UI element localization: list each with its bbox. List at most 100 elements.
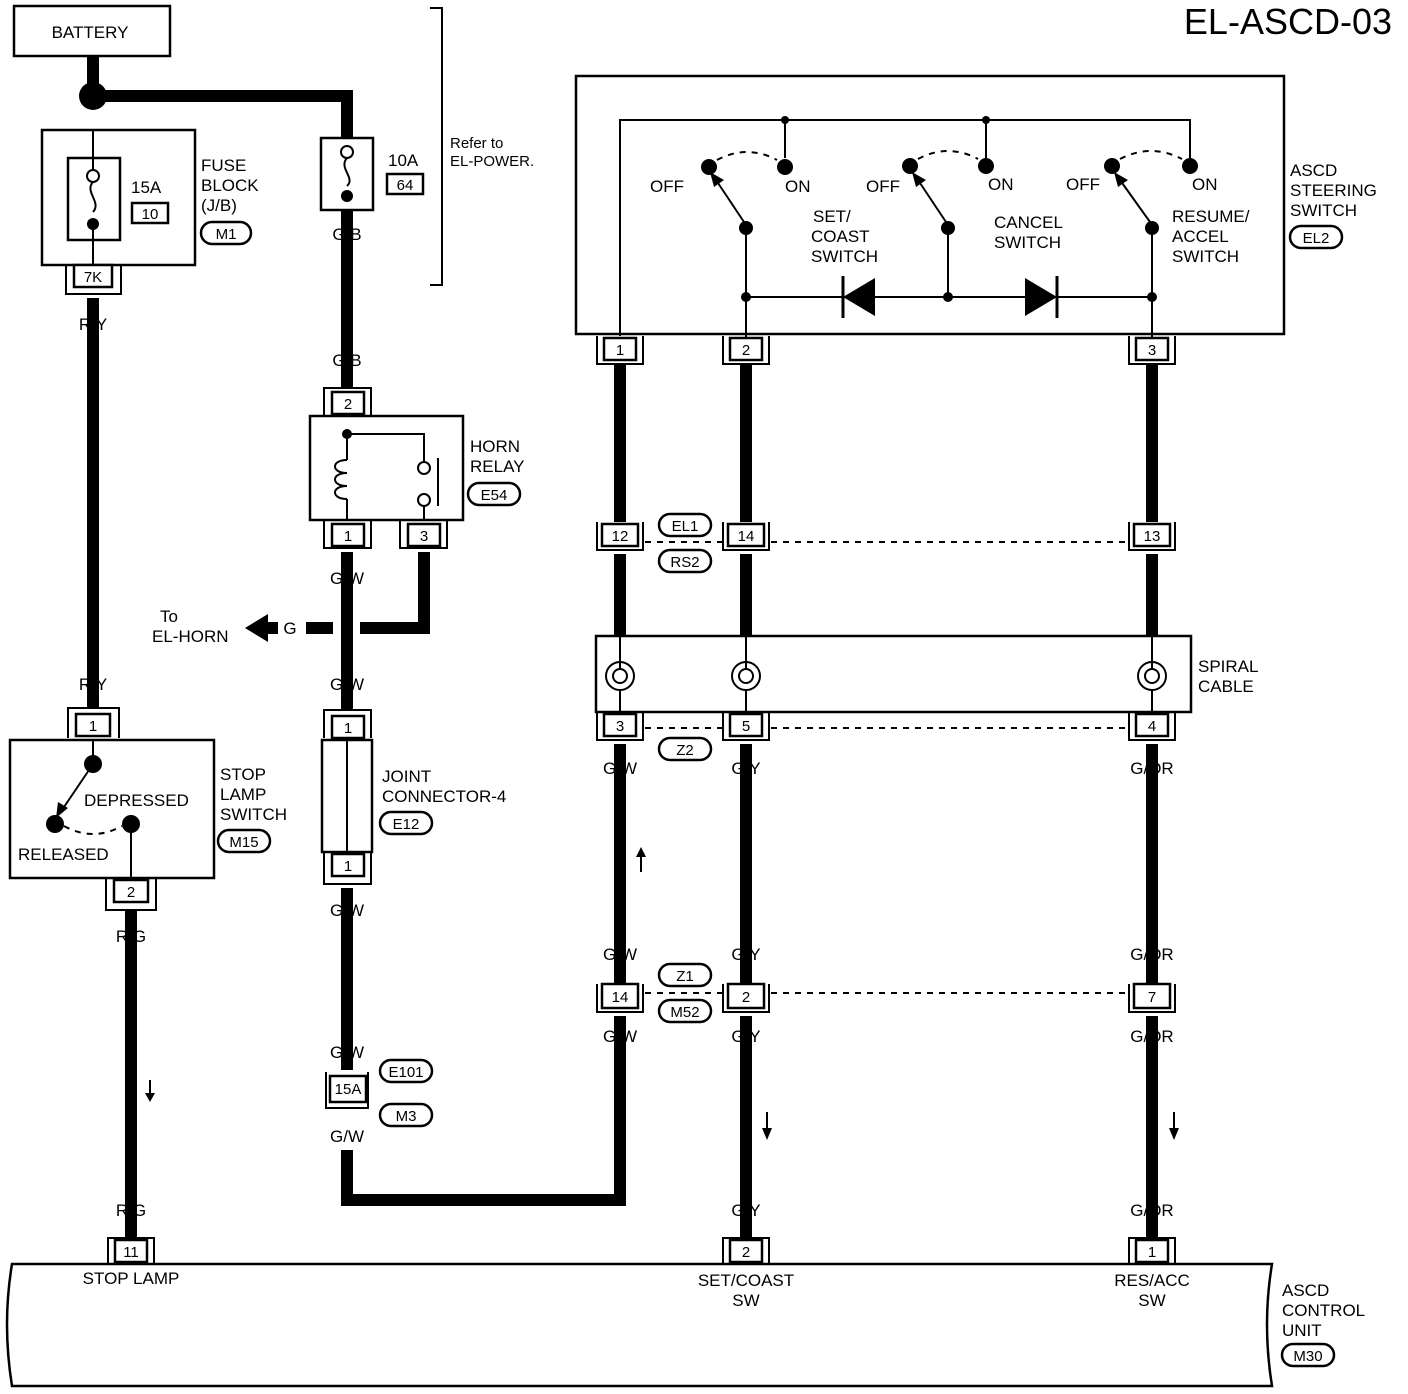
page-code: EL-ASCD-03 — [1184, 1, 1392, 42]
m52-connector: M52 — [670, 1004, 699, 1021]
resume-accel-label-2: ACCEL — [1172, 227, 1229, 246]
switch2-on: ON — [988, 175, 1014, 194]
fuse-10-box — [130, 201, 170, 225]
fuse-10a-rating: 10A — [388, 151, 419, 170]
z1-pin-14: 14 — [612, 989, 629, 1006]
cancel-label-1: CANCEL — [994, 213, 1063, 232]
wire-ry-bottom: R/Y — [79, 675, 107, 694]
switch3-on: ON — [1192, 175, 1218, 194]
to-horn-2: EL-HORN — [152, 627, 229, 646]
wire-g-to-horn: G — [283, 619, 296, 638]
power-bracket — [430, 7, 443, 286]
wire-gy-col2-top: G/Y — [731, 759, 760, 778]
stop-lamp-switch-box — [8, 738, 216, 880]
wire-rg-bottom: R/G — [116, 1201, 146, 1220]
el1-connector: EL1 — [672, 518, 699, 535]
to-horn-1: To — [160, 607, 178, 626]
terminal-set-coast-1: SET/COAST — [698, 1271, 794, 1290]
steering-switch-label-3: SWITCH — [1290, 201, 1357, 220]
e101-pin-box — [328, 1074, 368, 1104]
e101-badge — [378, 1058, 434, 1084]
horn-relay-pin-3: 3 — [420, 528, 428, 545]
fuse-block-label-1: FUSE — [201, 156, 246, 175]
horn-relay-pin-1-box — [330, 522, 366, 548]
joint-connector-label-1: JOINT — [382, 767, 431, 786]
horn-relay-pin-2-box — [330, 390, 366, 416]
steering-pin-1-box — [602, 336, 638, 362]
stop-lamp-pin-1: 1 — [89, 718, 97, 735]
stop-lamp-label-1: STOP — [220, 765, 266, 784]
diode-1-icon — [843, 278, 875, 316]
refer-note-1: Refer to — [450, 135, 503, 152]
set-coast-label-1: SET/ — [813, 207, 851, 226]
control-unit-label-3: UNIT — [1282, 1321, 1322, 1340]
control-unit-pins: 11 2 1 — [107, 1237, 1176, 1264]
wire-gy-z1-above: G/Y — [731, 945, 760, 964]
fuse-block-label-3: (J/B) — [201, 196, 237, 215]
to-horn-arrow-icon — [245, 614, 268, 642]
steering-pin-3: 3 — [1148, 342, 1156, 359]
cancel-label-2: SWITCH — [994, 233, 1061, 252]
steering-pin-3-box — [1134, 336, 1170, 362]
terminal-stop-lamp: STOP LAMP — [83, 1269, 180, 1288]
spiral-cable-label-1: SPIRAL — [1198, 657, 1258, 676]
stop-lamp-connector: M15 — [229, 834, 258, 851]
switch2-off: OFF — [866, 177, 900, 196]
control-unit-box — [5, 1262, 1274, 1388]
wire-ry-top: R/Y — [79, 315, 107, 334]
control-unit-connector: M30 — [1293, 1348, 1322, 1365]
connector-z1-m52: 14 2 7 Z1 M52 — [596, 962, 1176, 1024]
joint-connector-pin-bottom: 1 — [344, 858, 352, 875]
control-unit-pin-2: 2 — [742, 1244, 750, 1261]
terminal-res-acc-1: RES/ACC — [1114, 1271, 1190, 1290]
z1-pin-7: 7 — [1148, 989, 1156, 1006]
joint-connector-badge — [378, 810, 434, 836]
horn-relay-label-1: HORN — [470, 437, 520, 456]
steering-switch-connector: EL2 — [1303, 230, 1330, 247]
steering-pin-2-box — [728, 336, 764, 362]
z1-connector: Z1 — [676, 968, 694, 985]
spiral-pin-5: 5 — [742, 718, 750, 735]
stop-lamp-label-3: SWITCH — [220, 805, 287, 824]
steering-pin-2: 2 — [742, 342, 750, 359]
wire-rg-top: R/G — [116, 927, 146, 946]
stop-lamp-pin-2-box — [112, 878, 150, 904]
wires — [87, 56, 1158, 1238]
fuse-64-box — [385, 172, 425, 196]
wire-gb-2: G/B — [332, 351, 361, 370]
horn-relay-pin-3-box — [406, 522, 442, 548]
resume-accel-label-1: RESUME/ — [1172, 207, 1250, 226]
steering-pin-1: 1 — [616, 342, 624, 359]
m3-connector: M3 — [396, 1108, 417, 1125]
battery-label: BATTERY — [52, 23, 129, 42]
refer-note-2: EL-POWER. — [450, 153, 534, 170]
stop-lamp-pin-1-box — [74, 712, 112, 738]
horn-relay-connector: E54 — [481, 487, 508, 504]
wire-gor-z1-below: G/OR — [1130, 1027, 1173, 1046]
z1-pin-2: 2 — [742, 989, 750, 1006]
stop-lamp-pin-2: 2 — [127, 884, 135, 901]
fuse-block-label-2: BLOCK — [201, 176, 259, 195]
el1-pin-14: 14 — [738, 528, 755, 545]
joint-connector-pin-top: 1 — [344, 720, 352, 737]
terminal-7k: 7K — [84, 269, 102, 286]
diode-2-icon — [1025, 278, 1057, 316]
wire-gor-bottom: G/OR — [1130, 1201, 1173, 1220]
fuse-15a-rating: 15A — [131, 178, 162, 197]
steering-switch-label-2: STEERING — [1290, 181, 1377, 200]
el1-pin-12: 12 — [612, 528, 629, 545]
e101-connector: E101 — [388, 1064, 423, 1081]
horn-relay-box — [308, 414, 465, 522]
horn-relay-pin-1: 1 — [344, 528, 352, 545]
spiral-cable-label-2: CABLE — [1198, 677, 1254, 696]
rs2-connector: RS2 — [670, 554, 699, 571]
switch1-on: ON — [785, 177, 811, 196]
switch1-off: OFF — [650, 177, 684, 196]
horn-relay-pin-2: 2 — [344, 396, 352, 413]
fuse-block-connector: M1 — [216, 226, 237, 243]
stop-lamp-released: RELEASED — [18, 845, 109, 864]
wire-gy-z1-below: G/Y — [731, 1027, 760, 1046]
terminal-7k-box — [72, 263, 114, 289]
terminal-set-coast-2: SW — [732, 1291, 759, 1310]
stop-lamp-depressed: DEPRESSED — [84, 791, 189, 810]
